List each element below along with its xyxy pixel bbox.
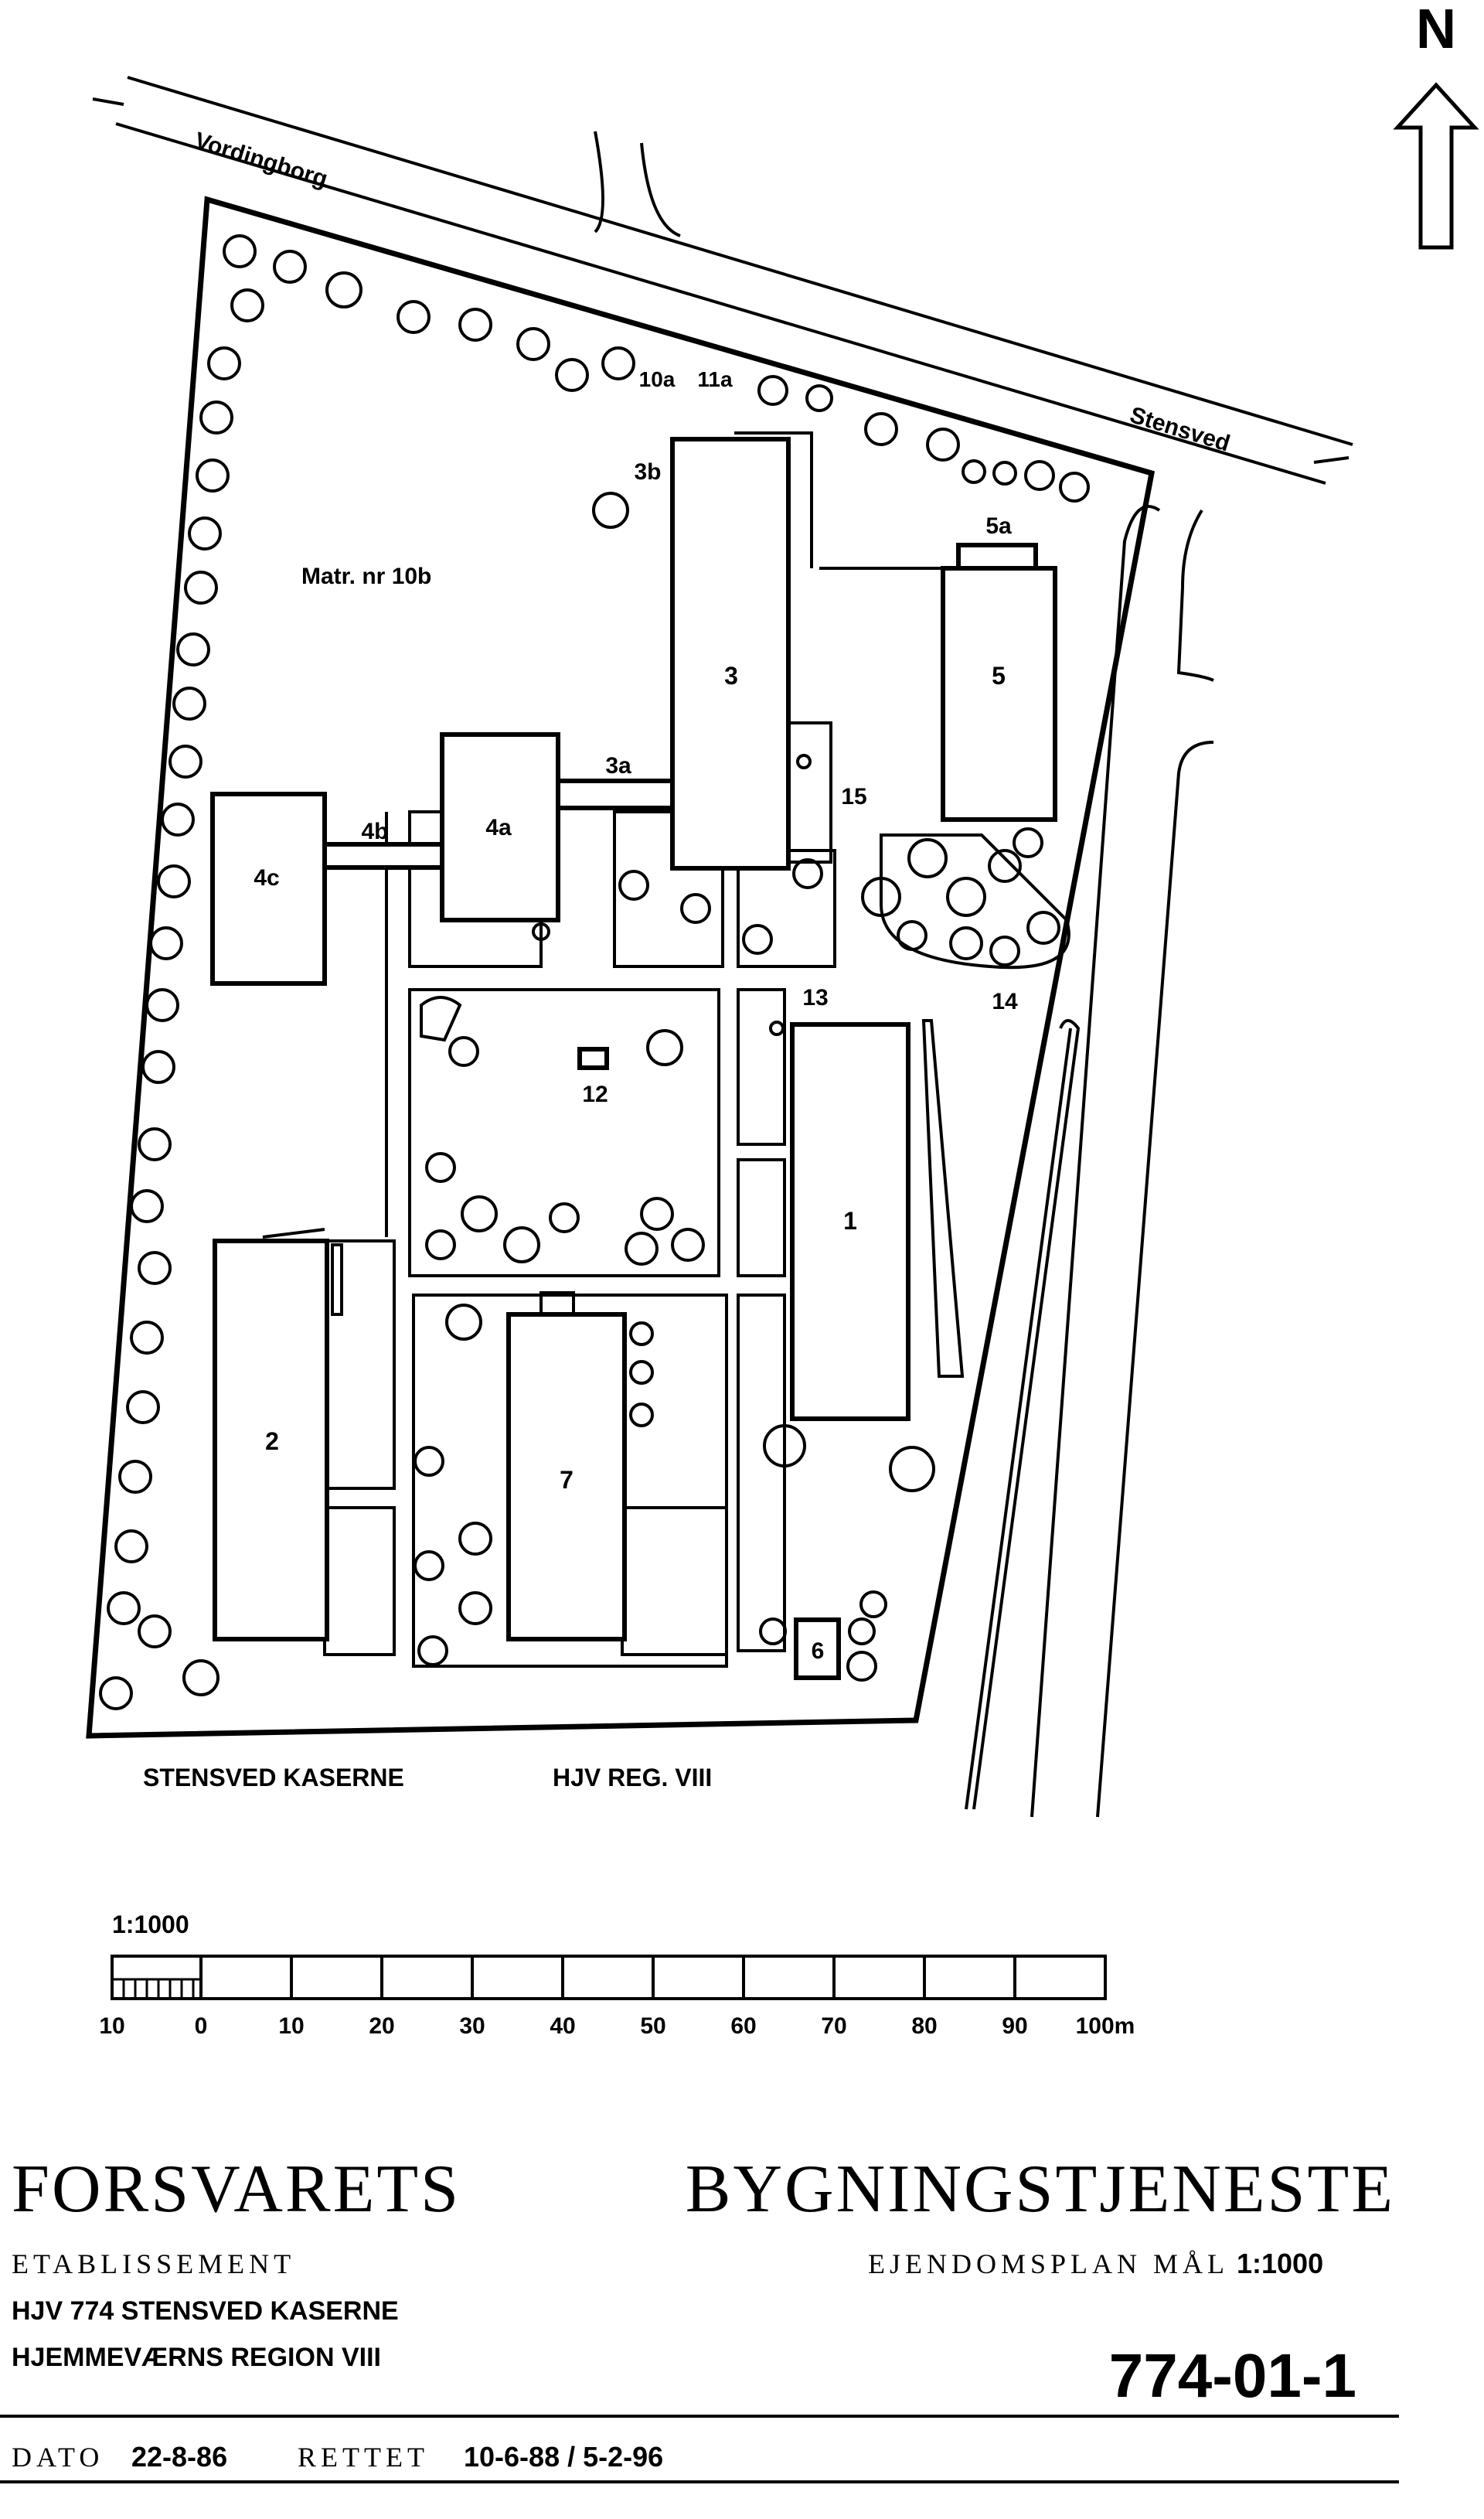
north-label: N bbox=[1416, 0, 1456, 60]
scale-tick-label: 80 bbox=[911, 2013, 937, 2039]
building-3 bbox=[670, 437, 791, 871]
label-3: 3 bbox=[724, 662, 738, 690]
building-1 bbox=[790, 1022, 910, 1421]
plan-scale-value: 1:1000 bbox=[1237, 2248, 1323, 2279]
scale-tick-label: 20 bbox=[369, 2013, 394, 2039]
building-7 bbox=[506, 1312, 627, 1641]
label-10a: 10a bbox=[639, 367, 676, 391]
plan-type-label: EJENDOMSPLAN MÅL bbox=[868, 2248, 1229, 2279]
label-4c: 4c bbox=[254, 865, 279, 891]
scale-tick-label: 100m bbox=[1076, 2013, 1135, 2039]
etablissement-label: ETABLISSEMENT bbox=[12, 2248, 295, 2279]
scale-tick-label: 10 bbox=[99, 2013, 124, 2039]
label-13: 13 bbox=[802, 985, 828, 1011]
label-5: 5 bbox=[992, 662, 1006, 690]
site-region-caption: HJV REG. VIII bbox=[553, 1764, 712, 1791]
scale-tick-label: 10 bbox=[278, 2013, 304, 2039]
label-4b: 4b bbox=[361, 819, 388, 844]
org-name-right: BYGNINGSTJENESTE bbox=[686, 2152, 1395, 2227]
tree-icons bbox=[99, 234, 1090, 1710]
scale-tick-label: 90 bbox=[1002, 2013, 1027, 2039]
building-12-marker bbox=[577, 1047, 609, 1070]
buildings bbox=[210, 437, 1057, 1680]
building-2 bbox=[213, 1239, 329, 1641]
date-value: 22-8-86 bbox=[131, 2441, 227, 2473]
label-14: 14 bbox=[992, 989, 1018, 1014]
title-block: FORSVARETS BYGNINGSTJENESTE ETABLISSEMEN… bbox=[0, 2152, 1399, 2483]
label-15: 15 bbox=[841, 784, 866, 810]
site-name-caption: STENSVED KASERNE bbox=[143, 1764, 404, 1791]
label-5a: 5a bbox=[985, 513, 1012, 539]
label-6: 6 bbox=[812, 1638, 825, 1664]
scale-tick-label: 50 bbox=[640, 2013, 665, 2039]
label-3b: 3b bbox=[634, 459, 661, 485]
courtyard-paths bbox=[262, 431, 1070, 1668]
building-5a bbox=[956, 543, 1038, 571]
scale-ratio: 1:1000 bbox=[112, 1911, 189, 1938]
north-arrow-icon: N bbox=[1393, 0, 1479, 250]
title-line-1: HJV 774 STENSVED KASERNE bbox=[12, 2296, 399, 2326]
title-line-2: HJEMMEVÆRNS REGION VIII bbox=[12, 2343, 381, 2372]
scale-tick-label: 30 bbox=[459, 2013, 485, 2039]
parcel-label: Matr. nr 10b bbox=[301, 564, 431, 589]
revised-label: RETTET bbox=[298, 2442, 429, 2473]
revised-value: 10-6-88 / 5-2-96 bbox=[464, 2441, 663, 2473]
building-6 bbox=[794, 1617, 841, 1680]
scale-tick-label: 0 bbox=[195, 2013, 208, 2039]
label-3a: 3a bbox=[605, 753, 631, 779]
building-4a bbox=[440, 732, 560, 922]
label-2: 2 bbox=[265, 1427, 279, 1455]
scale-tick-label: 70 bbox=[821, 2013, 846, 2039]
date-label: DATO bbox=[12, 2442, 104, 2473]
scale-tick-label: 40 bbox=[550, 2013, 575, 2039]
building-4c bbox=[210, 792, 327, 986]
org-name-left: FORSVARETS bbox=[12, 2152, 461, 2227]
building-4b-link bbox=[322, 842, 444, 870]
road-label-stensved: Stensved bbox=[1127, 402, 1233, 457]
scale-bar: 1:1000 10 0 10 20 30 40 50 60 70 80 90 100m bbox=[99, 1911, 1135, 2039]
building-5 bbox=[941, 566, 1057, 822]
label-7: 7 bbox=[560, 1466, 574, 1494]
drawing-number: 774-01-1 bbox=[1109, 2341, 1356, 2410]
building-labels: 1 2 3 3a 3b 4a 4b 4c 5 5a 6 7 10a 11a 12… bbox=[254, 367, 1018, 1664]
label-1: 1 bbox=[843, 1207, 857, 1235]
road-label-vordingborg: Vordingborg bbox=[192, 128, 331, 193]
scale-tick-label: 60 bbox=[730, 2013, 756, 2039]
property-boundary bbox=[86, 196, 1156, 1739]
label-4a: 4a bbox=[485, 815, 512, 840]
label-11a: 11a bbox=[697, 367, 733, 391]
building-3a-link bbox=[556, 779, 675, 810]
label-12: 12 bbox=[582, 1082, 608, 1107]
